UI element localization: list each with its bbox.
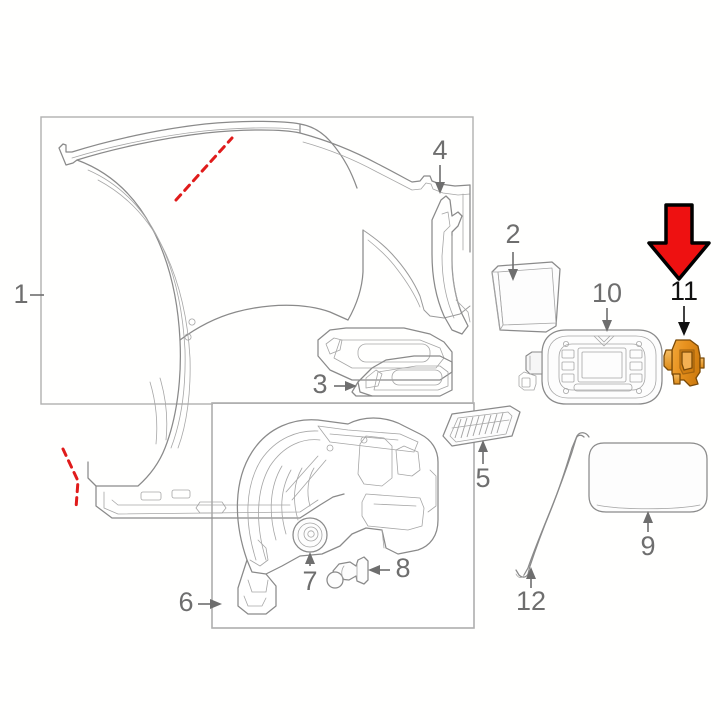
callout-label-12: 12: [516, 586, 546, 616]
callout-label-4: 4: [432, 135, 447, 165]
callout-4[interactable]: 4: [432, 135, 448, 194]
part-body-vent-grille[interactable]: [442, 405, 521, 447]
callout-label-8: 8: [395, 553, 410, 583]
part-push-pin-clip[interactable]: [326, 556, 369, 589]
cut-line-upper: [174, 136, 234, 202]
callout-12[interactable]: 12: [516, 567, 546, 616]
part-fuel-filler-door[interactable]: [588, 442, 708, 513]
part-wheelhouse-liner[interactable]: [236, 417, 439, 615]
callout-label-2: 2: [505, 219, 520, 249]
group-box-quarter-panel: [40, 116, 474, 405]
cut-line-lower: [61, 447, 80, 510]
part-fuel-filler-housing[interactable]: [518, 329, 663, 405]
callout-label-3: 3: [312, 369, 327, 399]
callout-label-10: 10: [592, 278, 622, 308]
callout-9[interactable]: 9: [640, 511, 656, 561]
callout-label-5: 5: [475, 463, 490, 493]
red-indicator-arrow: [647, 203, 711, 281]
part-fuel-door-release-rod[interactable]: [515, 432, 590, 578]
callout-label-6: 6: [178, 587, 193, 617]
callout-11[interactable]: 11: [670, 276, 698, 336]
callout-label-9: 9: [640, 531, 655, 561]
callout-5[interactable]: 5: [475, 440, 491, 493]
part-quarter-panel-patch[interactable]: [491, 261, 561, 333]
callout-label-1: 1: [13, 279, 28, 309]
part-fuel-door-hinge-actuator[interactable]: [663, 339, 705, 387]
part-pillar-bracket[interactable]: [431, 195, 471, 335]
callout-1[interactable]: 1: [13, 279, 44, 309]
callout-7[interactable]: 7: [302, 552, 318, 596]
callout-2[interactable]: 2: [505, 219, 521, 281]
callout-6[interactable]: 6: [178, 587, 222, 617]
callout-label-7: 7: [302, 566, 317, 596]
group-box-wheelhouse-border: [211, 402, 475, 629]
callout-8[interactable]: 8: [368, 553, 411, 583]
part-rocker-reinforcement[interactable]: [351, 355, 453, 397]
callout-10[interactable]: 10: [592, 278, 622, 332]
part-quarter-panel-assembly[interactable]: [58, 120, 471, 519]
part-grommet[interactable]: [292, 517, 328, 553]
callout-label-11: 11: [670, 276, 698, 306]
callout-3[interactable]: 3: [312, 369, 357, 399]
